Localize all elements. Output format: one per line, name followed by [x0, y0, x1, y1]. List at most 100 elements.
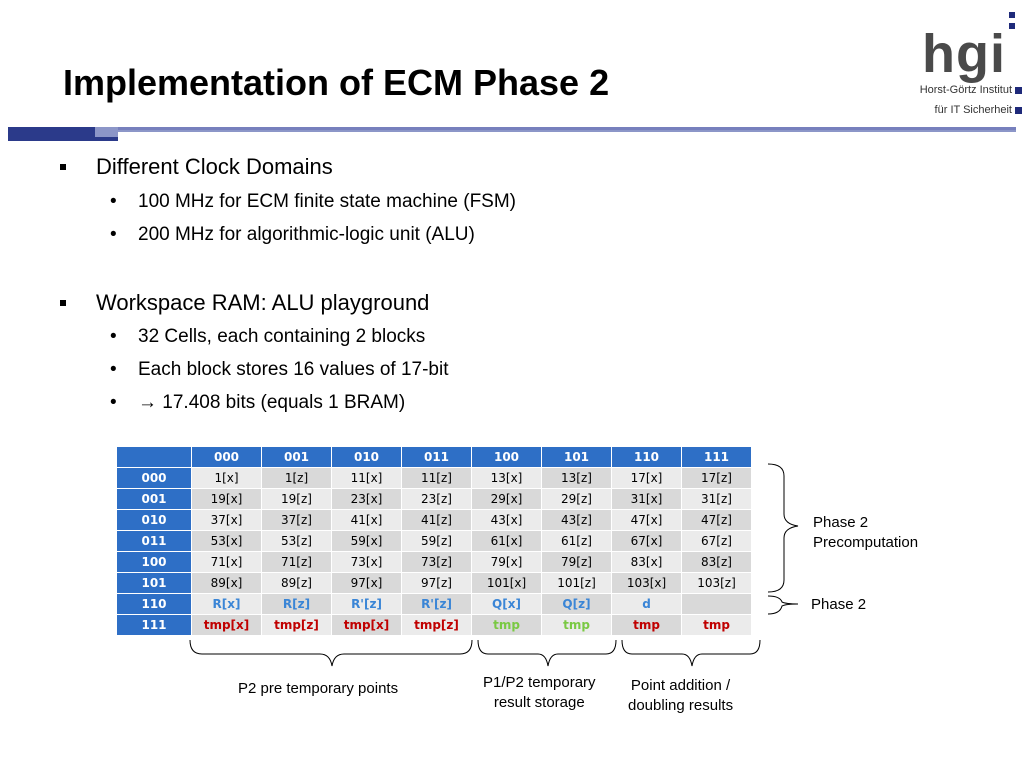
bracket-p2-pre-temp — [189, 639, 473, 667]
bracket-p1p2-temp — [477, 639, 617, 667]
table-cell: 23[z] — [401, 488, 472, 510]
table-cell: 71[z] — [261, 551, 332, 573]
dot-bullet-icon: • — [110, 392, 117, 413]
table-cell: 89[z] — [261, 572, 332, 594]
table-cell: tmp — [471, 614, 542, 636]
table-cell: 83[z] — [681, 551, 752, 573]
table-cell: Q[z] — [541, 593, 612, 615]
table-cell: 53[z] — [261, 530, 332, 552]
table-cell: 53[x] — [191, 530, 262, 552]
table-cell: 79[x] — [471, 551, 542, 573]
column-header: 000 — [191, 446, 262, 468]
table-cell: 17[z] — [681, 467, 752, 489]
table-cell: 59[x] — [331, 530, 402, 552]
row-header: 111 — [116, 614, 192, 636]
table-cell: tmp — [611, 614, 682, 636]
bracket-phase2-precomputation — [767, 463, 799, 593]
table-cell: 61[x] — [471, 530, 542, 552]
table-cell: tmp[z] — [261, 614, 332, 636]
table-cell: tmp[z] — [401, 614, 472, 636]
label-phase2-precomputation: Phase 2 Precomputation — [813, 514, 919, 551]
table-cell: 19[z] — [261, 488, 332, 510]
row-header: 110 — [116, 593, 192, 615]
table-cell: 37[x] — [191, 509, 262, 531]
column-header: 010 — [331, 446, 402, 468]
label-p2-pre-temp: P2 pre temporary points — [238, 680, 399, 697]
table-cell: 97[x] — [331, 572, 402, 594]
table-cell: 59[z] — [401, 530, 472, 552]
table-cell: 29[z] — [541, 488, 612, 510]
column-header: 100 — [471, 446, 542, 468]
table-cell: 13[x] — [471, 467, 542, 489]
table-cell: tmp[x] — [331, 614, 402, 636]
table-cell: tmp — [541, 614, 612, 636]
dot-bullet-icon: • — [110, 224, 117, 245]
table-cell: 73[z] — [401, 551, 472, 573]
table-cell: 103[x] — [611, 572, 682, 594]
table-cell: 17[x] — [611, 467, 682, 489]
row-header: 011 — [116, 530, 192, 552]
table-cell: R'[z] — [401, 593, 472, 615]
table-cell: 89[x] — [191, 572, 262, 594]
table-cell: d — [611, 593, 682, 615]
table-cell: 41[z] — [401, 509, 472, 531]
hgi-logo: hgi Horst-Görtz Institut für IT Sicherhe… — [892, 6, 1022, 124]
table-cell: 47[x] — [611, 509, 682, 531]
row-header: 000 — [116, 467, 192, 489]
column-header: 001 — [261, 446, 332, 468]
table-cell: 31[z] — [681, 488, 752, 510]
logo-square — [1015, 87, 1022, 94]
square-bullet-icon — [60, 164, 66, 170]
logo-line-1: Horst-Görtz Institut — [919, 84, 1012, 96]
table-cell: 47[z] — [681, 509, 752, 531]
table-cell: R[x] — [191, 593, 262, 615]
dot-bullet-icon: • — [110, 191, 117, 212]
row-header: 101 — [116, 572, 192, 594]
label-p1p2-temp: P1/P2 temporary result storage — [483, 674, 596, 711]
table-cell: 79[z] — [541, 551, 612, 573]
table-cell: 67[x] — [611, 530, 682, 552]
dot-bullet-icon: • — [110, 359, 117, 380]
row-header: 010 — [116, 509, 192, 531]
dot-bullet-icon: • — [110, 326, 117, 347]
slide-title: Implementation of ECM Phase 2 — [63, 62, 610, 103]
table-cell: 43[x] — [471, 509, 542, 531]
column-header: 011 — [401, 446, 472, 468]
table-cell: 83[x] — [611, 551, 682, 573]
bracket-point-add — [621, 639, 761, 667]
table-cell: 13[z] — [541, 467, 612, 489]
table-cell: 101[x] — [471, 572, 542, 594]
title-underline-accent — [118, 127, 1016, 130]
logo-square — [1015, 107, 1022, 114]
table-cell: 1[z] — [261, 467, 332, 489]
arrow-right-icon: → — [138, 392, 157, 413]
table-cell: 11[z] — [401, 467, 472, 489]
column-header: 110 — [611, 446, 682, 468]
logo-line-2: für IT Sicherheit — [934, 104, 1012, 116]
row-header: 100 — [116, 551, 192, 573]
logo-square — [1009, 23, 1015, 29]
table-cell: 103[z] — [681, 572, 752, 594]
table-cell: 61[z] — [541, 530, 612, 552]
label-point-add: Point addition / doubling results — [628, 677, 734, 714]
bracket-phase2 — [767, 595, 799, 615]
table-cell: 29[x] — [471, 488, 542, 510]
table-cell: tmp — [681, 614, 752, 636]
table-cell: 73[x] — [331, 551, 402, 573]
table-cell: 11[x] — [331, 467, 402, 489]
column-header: 101 — [541, 446, 612, 468]
square-bullet-icon — [60, 300, 66, 306]
table-cell: 37[z] — [261, 509, 332, 531]
table-cell: 19[x] — [191, 488, 262, 510]
